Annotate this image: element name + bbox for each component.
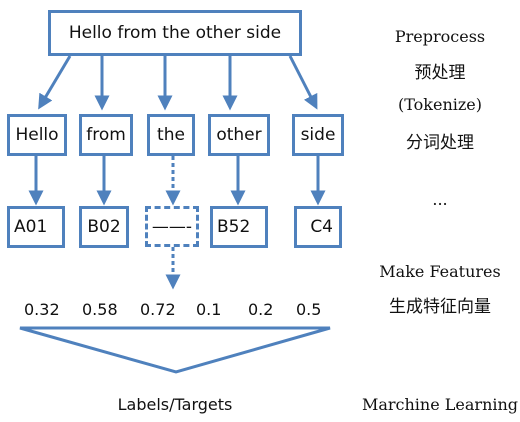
- feature-value: 0.72: [140, 300, 176, 319]
- id-a01: A01: [7, 206, 65, 248]
- arrow-sentence-hello: [38, 55, 72, 110]
- id-c4: C4: [294, 206, 342, 248]
- token-the: the: [147, 114, 195, 156]
- make-features-zh-label: 生成特征向量: [389, 297, 491, 317]
- token-hello: Hello: [7, 114, 67, 156]
- ellipsis-label: ...: [432, 190, 448, 209]
- token-side: side: [292, 114, 344, 156]
- make-features-label: Make Features: [379, 262, 501, 281]
- feature-value: 0.2: [248, 300, 274, 319]
- id-b52: B52: [210, 206, 268, 248]
- machine-learning-label: Marchine Learning: [361, 395, 519, 414]
- preprocess-zh-label: 预处理: [414, 63, 466, 83]
- labels-targets-label: Labels/Targets: [117, 395, 233, 414]
- feature-value: 0.58: [82, 300, 118, 319]
- id-b02: B02: [79, 206, 129, 248]
- token-from: from: [79, 114, 133, 156]
- feature-value: 0.1: [196, 300, 222, 319]
- token-other: other: [208, 114, 270, 156]
- feature-value: 0.32: [24, 300, 60, 319]
- sentence-box: Hello from the other side: [48, 10, 302, 56]
- preprocess-label: Preprocess: [394, 27, 486, 46]
- tokenize-label: (Tokenize): [397, 95, 483, 114]
- feature-value: 0.5: [296, 300, 322, 319]
- arrow-sentence-side: [288, 55, 318, 110]
- funnel-shape: [19, 326, 331, 374]
- tokenize-zh-label: 分词处理: [406, 133, 474, 153]
- id-blank: ——-: [145, 206, 199, 247]
